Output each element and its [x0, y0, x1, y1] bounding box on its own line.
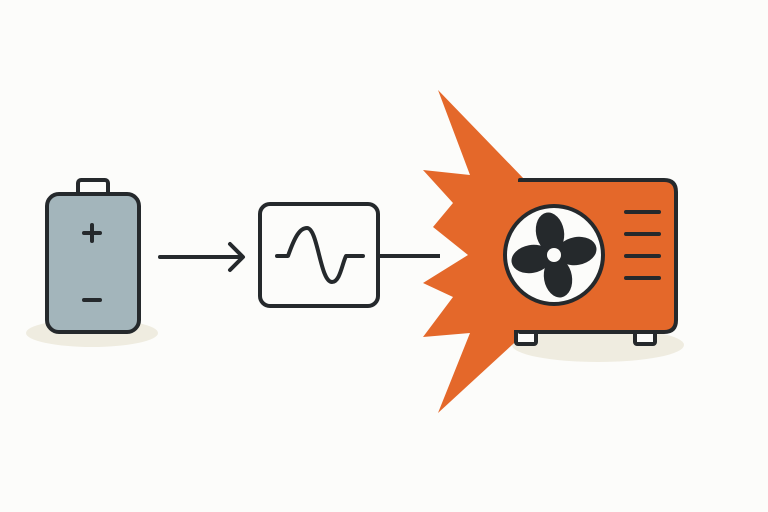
energy-burst-icon — [423, 90, 525, 413]
sine-wave-icon — [275, 226, 365, 284]
vent-lines — [624, 210, 661, 280]
plus-icon — [82, 223, 102, 243]
arrow-battery-to-inverter — [158, 242, 245, 272]
fan-icon — [503, 204, 605, 306]
inverter-icon — [258, 202, 380, 308]
battery-icon — [45, 178, 141, 334]
